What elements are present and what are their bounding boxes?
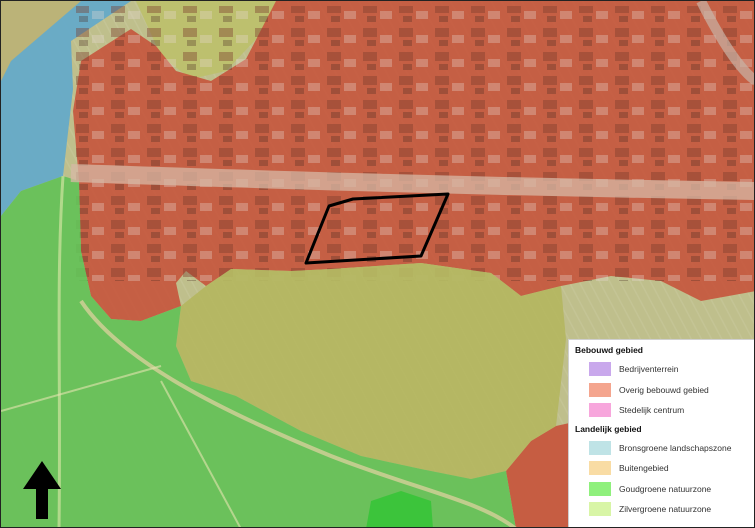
zone-buitengebied-center — [176, 263, 566, 479]
map-legend: Bebouwd gebied Bedrijventerrein Overig b… — [568, 339, 754, 527]
west-ditch — [57, 175, 65, 527]
legend-label: Zilvergroene natuurzone — [619, 504, 712, 515]
legend-swatch — [589, 440, 611, 455]
field-road — [79, 299, 517, 527]
zone-goudgroen-west — [1, 176, 516, 527]
north-road — [696, 1, 754, 86]
zone-bronsgroen-corridor — [1, 1, 131, 216]
field-line-2 — [160, 380, 242, 527]
main-street — [70, 164, 754, 200]
zone-goudgroen-bottom-patch — [366, 491, 433, 527]
legend-label: Bedrijventerrein — [619, 364, 679, 375]
legend-group-title: Landelijk gebied — [575, 423, 642, 434]
legend-label: Overig bebouwd gebied — [619, 384, 709, 395]
legend-label: Stedelijk centrum — [619, 405, 685, 416]
legend-swatch — [589, 362, 611, 377]
legend-item-stedelijk-centrum: Stedelijk centrum — [575, 400, 748, 421]
legend-swatch — [589, 403, 611, 418]
north-arrow-icon — [23, 461, 61, 519]
field-line-1 — [1, 365, 162, 412]
legend-group-bebouwd: Bebouwd gebied Bedrijventerrein Overig b… — [575, 345, 748, 421]
legend-swatch — [589, 461, 611, 476]
legend-swatch — [589, 382, 611, 397]
legend-item-buitengebied: Buitengebied — [575, 458, 748, 479]
legend-label: Goudgroene natuurzone — [619, 483, 712, 494]
legend-item-bronsgroen: Bronsgroene landschapszone — [575, 438, 748, 459]
legend-item-overig-bebouwd: Overig bebouwd gebied — [575, 380, 748, 401]
legend-swatch — [589, 481, 611, 496]
legend-label: Buitengebied — [619, 463, 669, 474]
parcel-outline[interactable] — [304, 192, 450, 265]
legend-label: Bronsgroene landschapszone — [619, 442, 732, 453]
legend-item-zilvergroen: Zilvergroene natuurzone — [575, 499, 748, 520]
legend-item-goudgroen: Goudgroene natuurzone — [575, 479, 748, 500]
zone-buitengebied-topleft — [1, 1, 81, 81]
legend-item-bedrijventerrein: Bedrijventerrein — [575, 359, 748, 380]
legend-group-title: Bebouwd gebied — [575, 345, 643, 355]
legend-swatch — [589, 502, 611, 517]
legend-group-landelijk: Landelijk gebied Bronsgroene landschapsz… — [575, 424, 748, 520]
houses-texture — [76, 6, 754, 281]
